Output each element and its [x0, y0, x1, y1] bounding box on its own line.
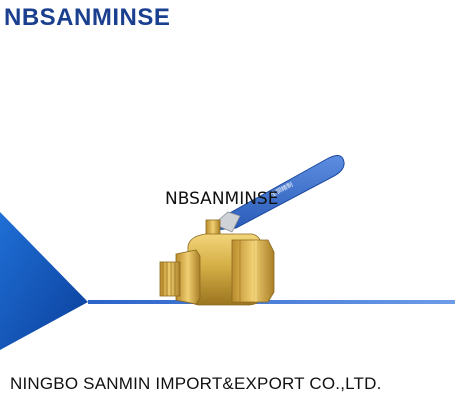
ball-valve-image [159, 155, 345, 306]
company-name: NINGBO SANMIN IMPORT&EXPORT CO.,LTD. [10, 374, 382, 393]
blue-triangle-decoration [0, 212, 88, 350]
horizontal-accent-line [88, 300, 455, 304]
center-watermark-text: NBSANMINSE [165, 189, 279, 209]
brand-logo-text: NBSANMINSE [4, 4, 171, 31]
